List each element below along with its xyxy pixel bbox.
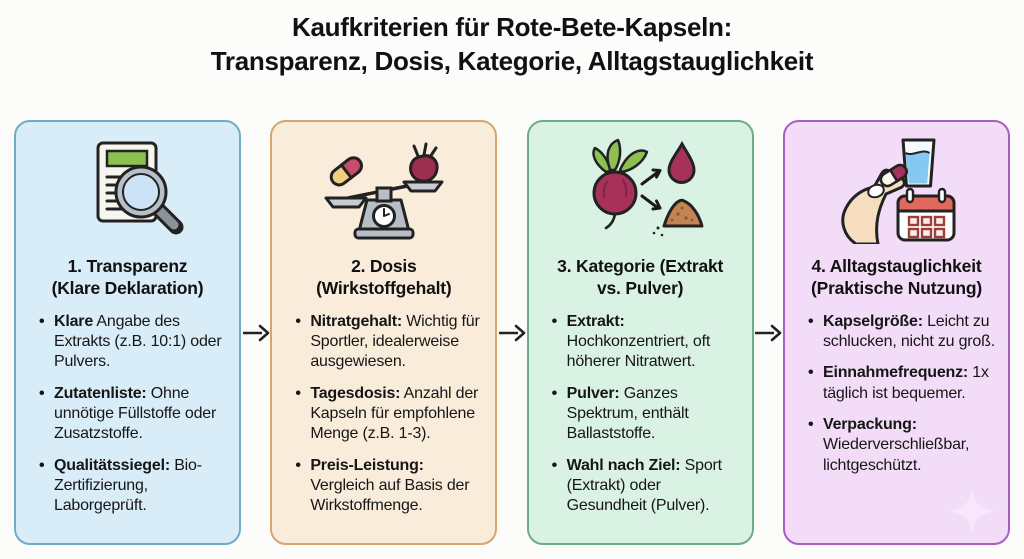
beet-extract-powder-icon bbox=[542, 134, 739, 246]
hand-capsule-water-calendar-icon bbox=[798, 134, 995, 246]
bullet-item: Kapselgröße: Leicht zu schlucken, nicht … bbox=[808, 312, 995, 353]
cards-row: 1. Transparenz (Klare Deklaration) Klare… bbox=[14, 120, 1010, 545]
flow-arrow bbox=[754, 120, 783, 545]
document-magnifier-icon bbox=[29, 134, 226, 246]
flow-arrow bbox=[241, 120, 270, 545]
card-title: 3. Kategorie (Extrakt vs. Pulver) bbox=[542, 256, 739, 300]
bullet-item: Qualitätssiegel: Bio-Zertifizierung, Lab… bbox=[39, 456, 226, 517]
card-title-line1: 1. Transparenz bbox=[67, 256, 188, 276]
page-title: Kaufkriterien für Rote-Bete-Kapseln: Tra… bbox=[0, 0, 1024, 79]
card-title-line2: (Wirkstoffgehalt) bbox=[316, 277, 452, 298]
card-title-line1: 3. Kategorie (Extrakt bbox=[557, 256, 724, 276]
bullet-list: Extrakt: Hochkonzentriert, oft höherer N… bbox=[542, 312, 739, 517]
bullet-list: Nitratgehalt: Wichtig für Sportler, idea… bbox=[285, 312, 482, 517]
bullet-item: Verpackung: Wiederverschließbar, lichtge… bbox=[808, 415, 995, 476]
card-transparenz: 1. Transparenz (Klare Deklaration) Klare… bbox=[14, 120, 241, 545]
page-title-line1: Kaufkriterien für Rote-Bete-Kapseln: bbox=[292, 12, 732, 42]
card-title-line2: (Klare Deklaration) bbox=[51, 277, 204, 298]
bullet-item: Wahl nach Ziel: Sport (Extrakt) oder Ges… bbox=[552, 456, 739, 517]
bullet-item: Preis-Leistung: Vergleich auf Basis der … bbox=[295, 456, 482, 517]
scale-capsule-beet-icon bbox=[285, 134, 482, 246]
card-title-line1: 2. Dosis bbox=[351, 256, 417, 276]
bullet-item: Klare Angabe des Extrakts (z.B. 10:1) od… bbox=[39, 312, 226, 373]
bullet-item: Pulver: Ganzes Spektrum, enthält Ballast… bbox=[552, 384, 739, 445]
bullet-item: Zutatenliste: Ohne unnötige Füllstoffe o… bbox=[39, 384, 226, 445]
sparkle-icon bbox=[947, 487, 996, 535]
bullet-item: Einnahmefrequenz: 1x täglich ist bequeme… bbox=[808, 363, 995, 404]
card-title: 2. Dosis (Wirkstoffgehalt) bbox=[285, 256, 482, 300]
flow-arrow bbox=[497, 120, 526, 545]
card-title-line1: 4. Alltagstauglichkeit bbox=[811, 256, 982, 276]
card-alltagstauglichkeit: 4. Alltagstauglichkeit (Praktische Nutzu… bbox=[782, 120, 1010, 545]
card-title: 1. Transparenz (Klare Deklaration) bbox=[29, 256, 226, 300]
bullet-item: Extrakt: Hochkonzentriert, oft höherer N… bbox=[552, 312, 739, 373]
bullet-item: Tagesdosis: Anzahl der Kapseln für empfo… bbox=[295, 384, 482, 445]
card-kategorie: 3. Kategorie (Extrakt vs. Pulver) Extrak… bbox=[526, 120, 754, 545]
card-title: 4. Alltagstauglichkeit (Praktische Nutzu… bbox=[798, 256, 995, 300]
bullet-list: Klare Angabe des Extrakts (z.B. 10:1) od… bbox=[29, 312, 226, 517]
card-title-line2: vs. Pulver) bbox=[596, 277, 684, 298]
card-title-line2: (Praktische Nutzung) bbox=[810, 277, 982, 298]
card-dosis: 2. Dosis (Wirkstoffgehalt) Nitratgehalt:… bbox=[270, 120, 498, 545]
page-title-line2: Transparenz, Dosis, Kategorie, Alltagsta… bbox=[210, 46, 814, 77]
bullet-list: Kapselgröße: Leicht zu schlucken, nicht … bbox=[798, 312, 995, 476]
bullet-item: Nitratgehalt: Wichtig für Sportler, idea… bbox=[295, 312, 482, 373]
